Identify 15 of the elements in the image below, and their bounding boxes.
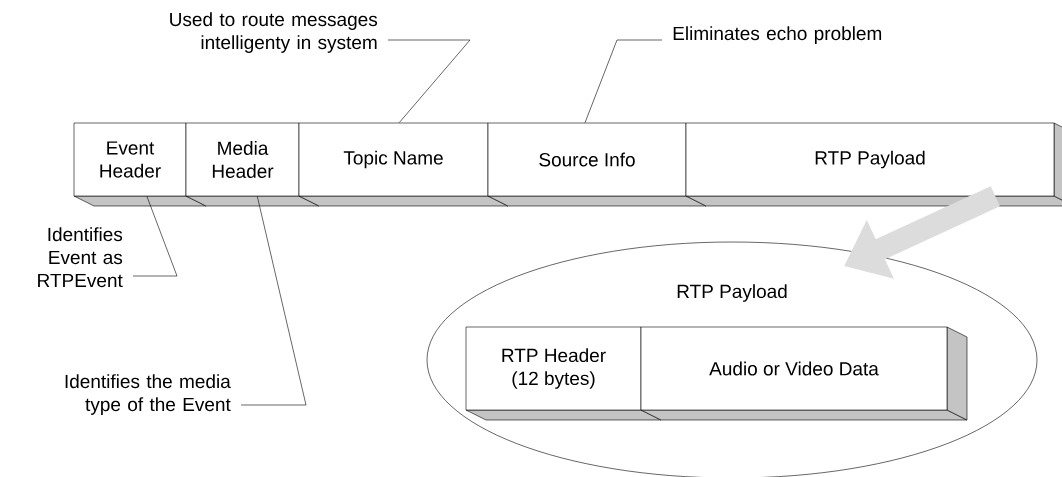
field-box: RTP Header (12 bytes) [465, 326, 662, 421]
leader-line [132, 196, 178, 277]
field-box: Media Header [185, 122, 320, 207]
field-box: Topic Name [298, 122, 509, 207]
annotation-text: Identifies Event as RTPEvent [38, 227, 123, 288]
field-box: Audio or Video Data [640, 326, 968, 421]
annotation-text: Identifies the media type of the Event [65, 374, 231, 415]
field-box: RTP Payload [685, 122, 1062, 207]
field-box: Source Info [487, 122, 707, 207]
leader-line [240, 196, 307, 406]
annotation-text: Used to route messages intelligenty in system [170, 12, 378, 53]
leader-line [387, 39, 471, 123]
field-box: Event Header [73, 122, 207, 207]
annotation-text: Eliminates echo problem [673, 26, 882, 44]
leader-line [584, 39, 663, 123]
